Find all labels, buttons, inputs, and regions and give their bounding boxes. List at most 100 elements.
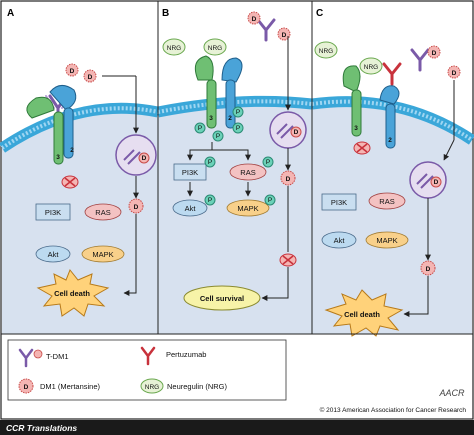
svg-text:2: 2 <box>228 115 232 122</box>
her2-receptor-c: 2 <box>379 85 400 149</box>
svg-text:P: P <box>236 109 240 116</box>
legend-t-dm1-label: T-DM1 <box>46 352 69 361</box>
dm1-free-a: D <box>128 198 144 214</box>
mapk-node-c: MAPK <box>365 231 409 249</box>
svg-text:P: P <box>208 159 212 166</box>
svg-text:MAPK: MAPK <box>237 204 258 213</box>
journal-title: CCR Translations <box>6 423 77 433</box>
legend-dm1-label: DM1 (Mertansine) <box>40 382 101 391</box>
svg-text:2: 2 <box>70 147 74 154</box>
svg-text:Akt: Akt <box>334 236 346 245</box>
nrg-ligand-b-left: NRG <box>162 38 186 56</box>
svg-text:D: D <box>286 176 291 183</box>
lysosome-a: D <box>115 134 157 176</box>
svg-text:3: 3 <box>56 154 60 161</box>
pi3k-node-c: PI3K <box>321 193 357 211</box>
copyright-text: © 2013 American Association for Cancer R… <box>320 406 467 414</box>
svg-text:2: 2 <box>388 137 392 144</box>
svg-text:Cell death: Cell death <box>344 310 380 319</box>
svg-text:D: D <box>282 32 287 39</box>
panel-b <box>156 95 313 334</box>
ras-node-c: RAS <box>368 192 406 210</box>
dm1-free-c: D <box>420 260 436 276</box>
legend: T-DM1 Pertuzumab D DM1 (Mertansine) NRG … <box>7 339 287 401</box>
svg-text:MAPK: MAPK <box>376 236 397 245</box>
svg-text:D: D <box>426 266 431 273</box>
phosphate-markers-b: P P P P <box>194 106 244 142</box>
svg-text:P: P <box>198 125 202 132</box>
svg-text:P: P <box>266 159 270 166</box>
svg-text:Akt: Akt <box>185 204 197 213</box>
svg-text:MAPK: MAPK <box>92 250 113 259</box>
svg-text:D: D <box>134 204 139 211</box>
legend-neuregulin-label: Neuregulin (NRG) <box>167 382 228 391</box>
legend-t-dm1-icon <box>18 348 43 368</box>
ras-node-a: RAS <box>84 203 122 221</box>
svg-text:P: P <box>216 133 220 140</box>
svg-text:NRG: NRG <box>319 48 333 55</box>
pi3k-node-b: PI3K P <box>173 156 216 181</box>
mapk-node-b: MAPK P <box>226 194 276 217</box>
t-dm1-antibody-c: D D <box>410 45 461 79</box>
lysosome-c: D <box>409 161 447 199</box>
svg-text:RAS: RAS <box>379 197 394 206</box>
svg-text:D: D <box>294 129 299 136</box>
svg-text:3: 3 <box>354 125 358 132</box>
svg-text:PI3K: PI3K <box>182 168 198 177</box>
blocked-signal-icon <box>353 141 371 155</box>
svg-text:NRG: NRG <box>364 64 378 71</box>
cell-cytoplasm-b <box>158 101 312 334</box>
nrg-ligand-b: NRG <box>203 38 227 56</box>
blocked-signal-icon <box>61 175 79 189</box>
cell-survival-node: Cell survival <box>183 285 261 311</box>
svg-text:D: D <box>452 70 457 77</box>
cell-death-star-c: Cell death <box>324 289 404 337</box>
panel-letter-a: A <box>7 8 14 19</box>
aacr-logo: AACR <box>438 388 465 398</box>
svg-text:RAS: RAS <box>240 168 255 177</box>
svg-text:P: P <box>208 197 212 204</box>
akt-node-c: Akt <box>321 231 357 249</box>
svg-text:P: P <box>236 125 240 132</box>
her2-receptor-b: 2 <box>221 57 243 129</box>
blocked-signal-icon <box>279 253 297 267</box>
svg-text:D: D <box>24 384 29 391</box>
legend-nrg-icon: NRG <box>140 378 164 394</box>
svg-text:P: P <box>268 197 272 204</box>
nrg-ligand-c: NRG <box>314 41 338 59</box>
svg-text:D: D <box>88 74 93 81</box>
svg-text:Cell survival: Cell survival <box>200 294 244 303</box>
panel-letter-b: B <box>162 8 169 19</box>
legend-pertuzumab-icon <box>140 346 156 366</box>
svg-text:D: D <box>434 179 439 186</box>
ras-node-b: RAS P <box>229 156 274 181</box>
mapk-node-a: MAPK <box>81 245 125 263</box>
svg-text:D: D <box>70 68 75 75</box>
akt-node-a: Akt <box>35 245 71 263</box>
cell-cytoplasm-c <box>312 101 472 334</box>
her3-receptor-b: 3 <box>194 55 217 129</box>
svg-text:D: D <box>142 155 147 162</box>
pertuzumab-antibody-c <box>382 62 402 86</box>
pi3k-node-a: PI3K <box>35 203 71 221</box>
legend-pertuzumab-label: Pertuzumab <box>166 350 206 359</box>
svg-text:PI3K: PI3K <box>45 208 61 217</box>
svg-text:NRG: NRG <box>167 45 181 52</box>
svg-text:NRG: NRG <box>208 45 222 52</box>
t-dm1-antibody-b: D D <box>247 11 291 42</box>
panel-c <box>311 96 474 334</box>
svg-text:3: 3 <box>209 115 213 122</box>
nrg-ligand-c-bound: NRG <box>359 57 383 75</box>
dm1-payload: D D <box>65 63 97 83</box>
footer-bar <box>0 420 474 435</box>
legend-dm1-icon: D <box>18 378 34 394</box>
panel-letter-c: C <box>316 8 323 19</box>
svg-text:Cell death: Cell death <box>54 289 90 298</box>
svg-text:D: D <box>432 50 437 57</box>
svg-text:PI3K: PI3K <box>331 198 347 207</box>
akt-node-b: Akt P <box>172 194 216 217</box>
svg-text:RAS: RAS <box>95 208 110 217</box>
her3-receptor-a: 3 <box>26 96 64 165</box>
svg-text:NRG: NRG <box>145 384 159 391</box>
